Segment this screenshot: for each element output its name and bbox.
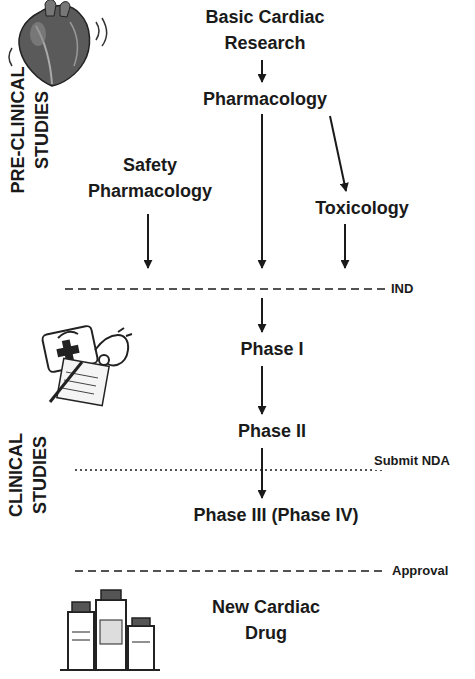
stage-text: Pharmacology xyxy=(190,86,340,112)
node-text: Toxicology xyxy=(302,195,422,221)
flow-arrow xyxy=(261,448,263,498)
dashed-line xyxy=(65,288,385,290)
node-text: Phase II xyxy=(222,418,322,444)
arrow-to-ind xyxy=(344,224,346,268)
milestone-label: Approval xyxy=(390,562,450,580)
dotted-line xyxy=(75,469,382,471)
node-text: Safety Pharmacology xyxy=(80,152,220,204)
dashed-line xyxy=(75,570,382,572)
medical-kit-illustration xyxy=(42,325,132,405)
section-label: CLINICAL STUDIES xyxy=(4,420,52,530)
drug-bottles-illustration xyxy=(60,590,160,670)
phase-text: Phase I xyxy=(222,336,322,362)
flow-arrow xyxy=(261,366,263,414)
section-label: PRE-CLINICAL STUDIES xyxy=(6,60,54,200)
stage-text: Safety Pharmacology xyxy=(80,152,220,204)
arrow-to-ind xyxy=(261,114,263,268)
outcome-text: New Cardiac Drug xyxy=(196,594,336,646)
stage-text: Toxicology xyxy=(302,195,422,221)
milestone-label: Submit NDA xyxy=(372,452,452,470)
arrow-from-ind xyxy=(261,298,263,332)
node-text: Phase III (Phase IV) xyxy=(161,502,391,528)
node-text: Pharmacology xyxy=(190,86,340,112)
flow-arrow xyxy=(330,116,346,191)
arrow-to-ind xyxy=(147,214,149,268)
stage-text: Basic Cardiac Research xyxy=(190,4,340,56)
node-text: Basic Cardiac Research xyxy=(190,4,340,56)
milestone-label: IND xyxy=(389,280,415,298)
phase-text: Phase III (Phase IV) xyxy=(161,502,391,528)
node-text: Phase I xyxy=(222,336,322,362)
flow-arrow xyxy=(261,60,263,82)
node-text: New Cardiac Drug xyxy=(196,594,336,646)
phase-text: Phase II xyxy=(222,418,322,444)
